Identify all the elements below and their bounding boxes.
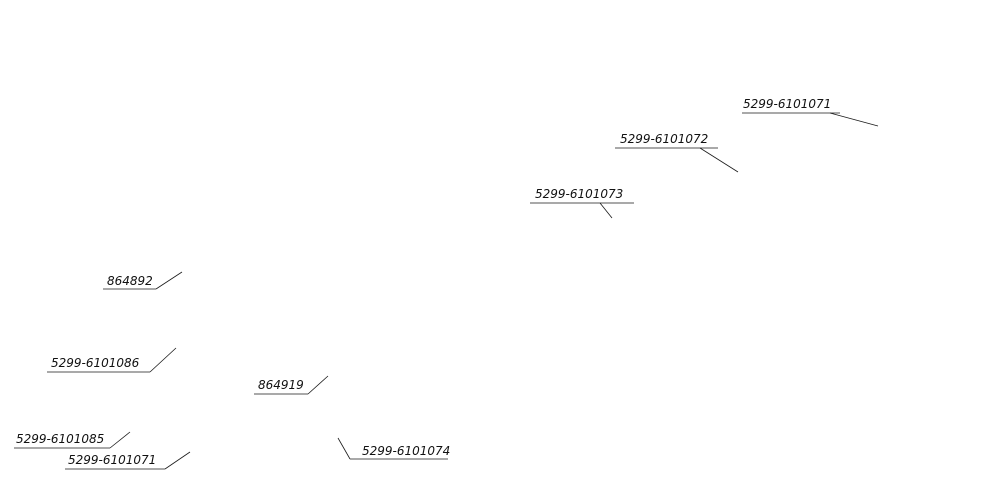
- leader-line: [337, 437, 351, 460]
- callouts: 5299-6101071 5299-6101072 5299-6101073 8…: [14, 97, 879, 470]
- leader-line: [164, 451, 191, 470]
- label-5299-6101086: 5299-6101086: [51, 356, 140, 370]
- leader-line: [109, 431, 131, 449]
- label-5299-6101085: 5299-6101085: [16, 432, 104, 446]
- leader-line: [699, 147, 739, 173]
- label-5299-6101071-top: 5299-6101071: [743, 97, 831, 111]
- leader-line: [155, 271, 183, 290]
- label-5299-6101072: 5299-6101072: [620, 132, 708, 146]
- leader-line: [829, 112, 879, 127]
- label-864919: 864919: [258, 378, 304, 392]
- leader-line: [149, 347, 177, 373]
- label-864892: 864892: [107, 274, 153, 288]
- leader-line: [599, 202, 613, 219]
- leader-line: [307, 375, 329, 395]
- label-5299-6101071-bottom: 5299-6101071: [68, 453, 156, 467]
- label-5299-6101073: 5299-6101073: [535, 187, 623, 201]
- label-5299-6101074: 5299-6101074: [362, 444, 450, 458]
